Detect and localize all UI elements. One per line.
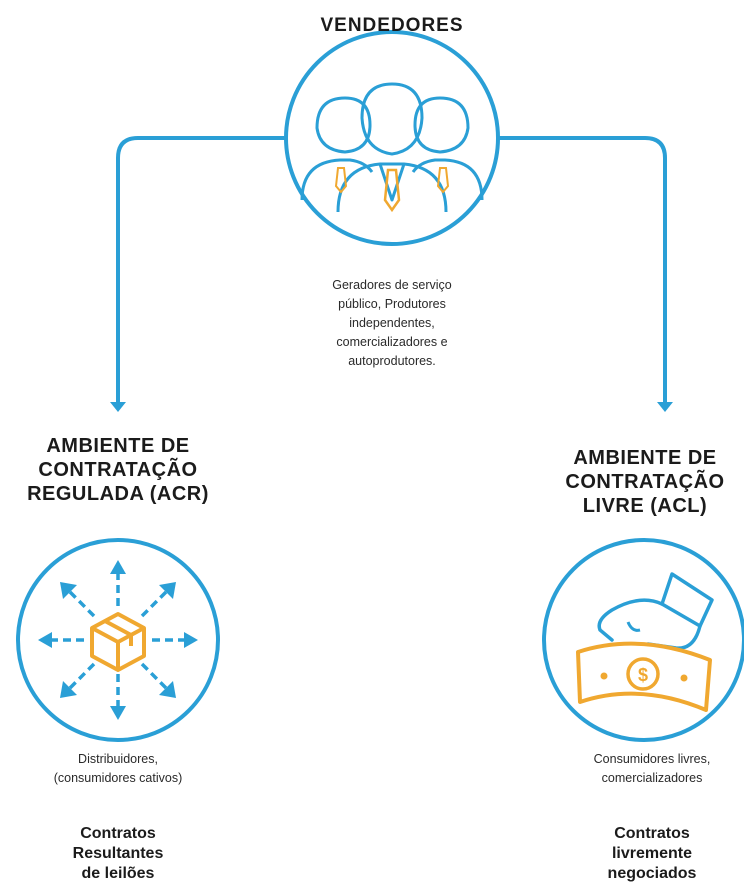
connector-right [498,136,667,402]
seller-description: Geradores de serviço público, Produtores… [292,276,492,371]
acl-heading-line: AMBIENTE DE [573,447,717,469]
group-of-people-icon [284,30,500,246]
seller-title: VENDEDORES [320,15,464,36]
seller-description-line: público, Produtores [338,297,446,311]
acr-description-line: (consumidores cativos) [53,771,183,785]
acr-heading-line: REGULADA (ACR) [27,483,209,505]
acl-description-line: comercializadores [601,771,703,785]
svg-text:$: $ [638,665,648,685]
seller-description-line: independentes, [349,316,435,330]
acl-heading-line: CONTRATAÇÃO [565,471,725,493]
seller-description-line: Geradores de serviço [332,278,452,292]
acl-contract-line: livremente [611,845,693,862]
acl-description: Consumidores livres, comercializadores [560,750,744,788]
acr-description-line: Distribuidores, [78,752,158,766]
acr-contract-line: de leilões [81,865,155,882]
acr-heading: AMBIENTE DE CONTRATAÇÃO REGULADA (ACR) [0,434,238,506]
acr-contract-line: Contratos [80,825,156,842]
acr-description: Distribuidores, (consumidores cativos) [8,750,228,788]
acl-contract: Contratos livremente negociados [570,824,734,884]
acl-contract-line: negociados [607,865,697,882]
hand-money-icon: $ [542,538,744,742]
connector-left [116,136,290,402]
acr-heading-line: AMBIENTE DE [46,435,190,457]
acr-contract: Contratos Resultantes de leilões [18,824,218,884]
seller-description-line: comercializadores e [336,335,448,349]
seller-description-line: autoprodutores. [348,354,436,368]
arrow-left [110,402,126,412]
acr-contract-line: Resultantes [72,845,164,862]
acl-description-line: Consumidores livres, [593,752,711,766]
acl-heading: AMBIENTE DE CONTRATAÇÃO LIVRE (ACL) [540,446,744,518]
acl-heading-line: LIVRE (ACL) [582,495,708,517]
arrow-right [657,402,673,412]
box-distribution-icon [16,538,220,742]
acl-contract-line: Contratos [614,825,690,842]
acr-heading-line: CONTRATAÇÃO [38,459,198,481]
